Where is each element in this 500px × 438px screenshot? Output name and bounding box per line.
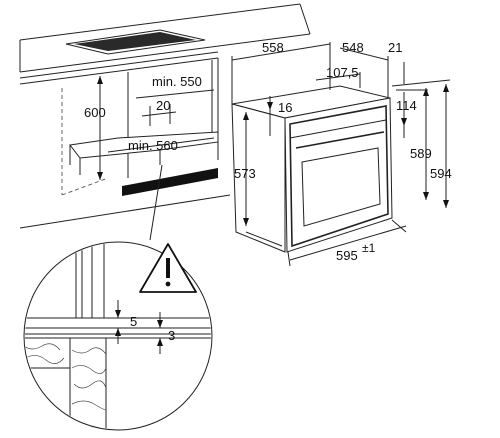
dim-front-width: 595 ±1 [287, 219, 407, 267]
dim-gap: 20 [141, 98, 177, 126]
warning-triangle-icon [139, 243, 197, 293]
label-oven-body-depth: 548 [342, 40, 364, 55]
hob [65, 29, 206, 55]
label-front-height: 594 [430, 166, 452, 181]
label-body-height: 573 [234, 166, 256, 181]
label-oven-depth-total: 558 [262, 40, 284, 55]
dim-cabinet-height: 600 [84, 76, 106, 180]
dim-top: 558 548 21 [231, 40, 405, 104]
dim-min-depth: min. 550 [135, 74, 215, 99]
worktop-front-edge [19, 51, 219, 85]
label-front-depth: 21 [388, 40, 402, 55]
label-top-offset: 107,5 [326, 65, 359, 80]
dim-side-offset: 16 [267, 96, 292, 136]
label-side-offset: 16 [278, 100, 292, 115]
cabinet [19, 58, 231, 229]
dim-door-drop: 114 [396, 89, 428, 138]
dim-min-width: min. 560 [107, 137, 215, 153]
label-detail-gap-top: 5 [130, 314, 137, 329]
dim-front-inner-height: 589 [410, 88, 432, 200]
oven-body [231, 85, 393, 253]
dim-body-height: 573 [234, 112, 256, 226]
label-front-width-tol: ±1 [362, 241, 376, 255]
label-cabinet-height: 600 [84, 105, 106, 120]
callout-leader [149, 164, 163, 241]
label-min-depth: min. 550 [152, 74, 202, 89]
label-detail-gap-bottom: 3 [168, 328, 175, 343]
label-min-width: min. 560 [128, 138, 178, 153]
dim-front-height: 594 [391, 79, 452, 208]
label-gap: 20 [156, 98, 170, 113]
detail-circle [23, 241, 213, 431]
dim-detail-gap-bottom: 3 [157, 312, 175, 354]
label-door-drop: 114 [396, 98, 417, 113]
dim-top-offset: 107,5 [315, 65, 361, 88]
label-front-inner-height: 589 [410, 146, 432, 161]
worktop [19, 3, 311, 73]
label-front-width: 595 [336, 248, 358, 263]
dim-detail-gap-top: 5 [115, 300, 137, 344]
